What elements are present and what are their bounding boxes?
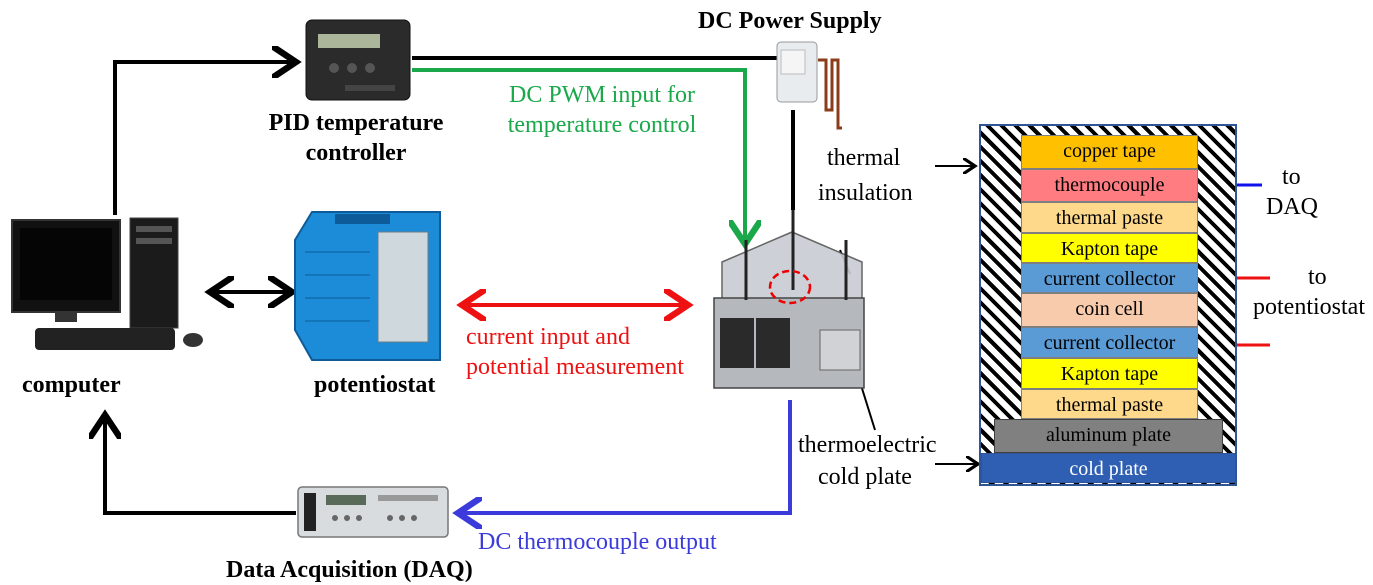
stack-layer-thermocouple: thermocouple xyxy=(1021,169,1198,202)
to-daq-line2: DAQ xyxy=(1266,194,1318,220)
power-supply-icon xyxy=(776,41,842,130)
pwm-label-line2: temperature control xyxy=(507,112,697,138)
stack-layer-aluminum-plate: aluminum plate xyxy=(994,419,1223,453)
to-daq-line1: to xyxy=(1282,164,1301,190)
to-potentiostat-line2: potentiostat xyxy=(1253,294,1365,320)
current-label-line1: current input and xyxy=(466,324,630,350)
stack-layer-copper-tape: copper tape xyxy=(1021,135,1198,169)
daq-label: Data Acquisition (DAQ) xyxy=(226,557,473,583)
stack-layer-kapton-top: Kapton tape xyxy=(1021,233,1198,263)
to-potentiostat-line1: to xyxy=(1308,264,1327,290)
test-fixture-icon xyxy=(713,210,865,389)
stack-layer-current-collector-bottom: current collector xyxy=(1021,327,1198,358)
pid-label-line1: PID temperature xyxy=(268,110,444,136)
stack-layer-current-collector-top: current collector xyxy=(1021,263,1198,293)
pwm-arrow xyxy=(412,68,745,244)
stack-layer-kapton-bottom: Kapton tape xyxy=(1021,358,1198,389)
pid-controller-icon xyxy=(305,19,411,101)
stack-layer-cold-plate: cold plate xyxy=(981,453,1236,483)
potentiostat-icon xyxy=(294,211,441,361)
current-label-line2: potential measurement xyxy=(466,354,684,380)
stack-layer-thermal-paste-top: thermal paste xyxy=(1021,202,1198,233)
thermocouple-output-arrow xyxy=(458,400,792,513)
pid-label-line2: controller xyxy=(305,140,407,166)
pwm-label-line1: DC PWM input for xyxy=(509,82,695,108)
thermoelectric-label-line2: cold plate xyxy=(818,464,912,490)
thermocouple-output-label: DC thermocouple output xyxy=(478,529,717,555)
computer-to-pid-arrow xyxy=(113,62,296,215)
thermoelectric-label-line1: thermoelectric xyxy=(798,432,937,458)
daq-instrument-icon xyxy=(297,486,449,538)
computer-label: computer xyxy=(22,372,121,398)
insulation-label-line2: insulation xyxy=(818,180,913,206)
potentiostat-label: potentiostat xyxy=(314,372,436,398)
daq-to-computer-arrow xyxy=(105,415,296,515)
computer-icon xyxy=(11,217,203,350)
power-supply-label: DC Power Supply xyxy=(698,8,882,34)
stack-layer-coin-cell: coin cell xyxy=(1021,293,1198,327)
insulation-label-line1: thermal xyxy=(827,145,901,171)
stack-layer-thermal-paste-bottom: thermal paste xyxy=(1021,389,1198,419)
